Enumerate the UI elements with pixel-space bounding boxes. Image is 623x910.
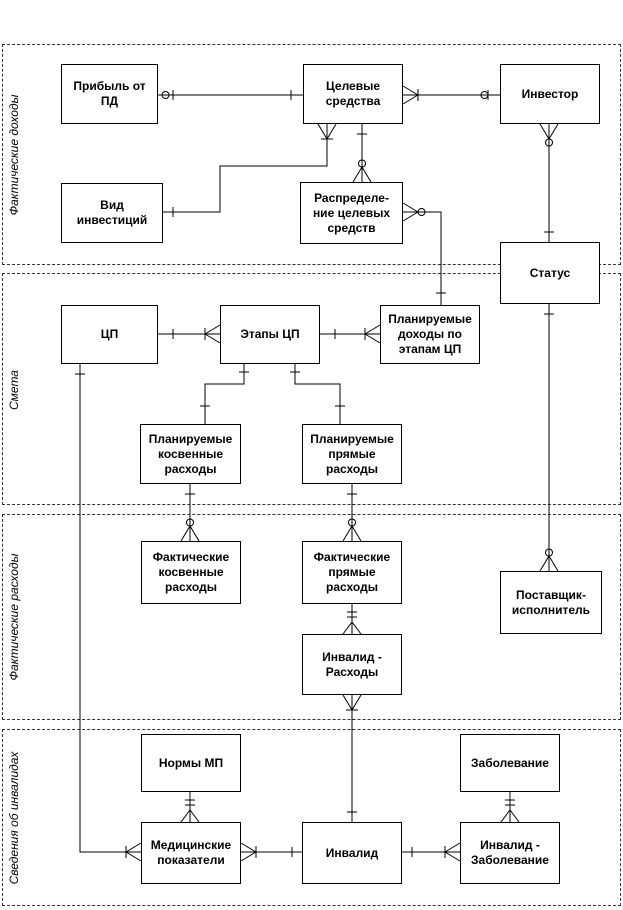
section-actual-expenses xyxy=(2,514,621,720)
entity-actual-indirect[interactable]: Фактические косвенные расходы xyxy=(141,541,241,604)
entity-actual-direct[interactable]: Фактические прямые расходы xyxy=(302,541,402,604)
entity-disabled-expenses[interactable]: Инвалид - Расходы xyxy=(302,634,402,695)
entity-med-norms[interactable]: Нормы МП xyxy=(141,734,241,792)
entity-disease[interactable]: Заболевание xyxy=(460,734,560,792)
section-actual-income xyxy=(2,44,621,265)
entity-status[interactable]: Статус xyxy=(500,242,600,304)
entity-supplier[interactable]: Поставщик- исполнитель xyxy=(500,571,602,634)
entity-target-funds[interactable]: Целевые средства xyxy=(303,64,403,124)
entity-investment-type[interactable]: Вид инвестиций xyxy=(61,183,163,243)
entity-planned-direct[interactable]: Планируемые прямые расходы xyxy=(302,424,402,484)
entity-med-indicators[interactable]: Медицинские показатели xyxy=(141,822,241,884)
entity-tp[interactable]: ЦП xyxy=(61,305,158,364)
link-stages-planneddirect xyxy=(294,364,341,424)
entity-disabled[interactable]: Инвалид xyxy=(302,822,402,884)
entity-profit[interactable]: Прибыль от ПД xyxy=(61,64,158,124)
entity-distribution[interactable]: Распределе- ние целевых средств xyxy=(300,182,403,244)
section-estimate xyxy=(2,273,621,505)
link-target-investtype xyxy=(163,124,328,213)
link-tp-medindicators xyxy=(79,364,141,853)
entity-tp-stages[interactable]: Этапы ЦП xyxy=(220,305,320,364)
entity-planned-income[interactable]: Планируемые доходы по этапам ЦП xyxy=(380,305,480,364)
entity-planned-indirect[interactable]: Планируемые косвенные расходы xyxy=(140,424,241,484)
section-disabled-info xyxy=(2,729,621,906)
entity-disabled-disease[interactable]: Инвалид - Заболевание xyxy=(460,822,560,884)
marker-profit-circle xyxy=(161,91,170,99)
link-distribution-plannedincome xyxy=(403,211,442,305)
entity-investor[interactable]: Инвестор xyxy=(500,64,600,124)
link-stages-plannedindirect xyxy=(204,364,245,424)
